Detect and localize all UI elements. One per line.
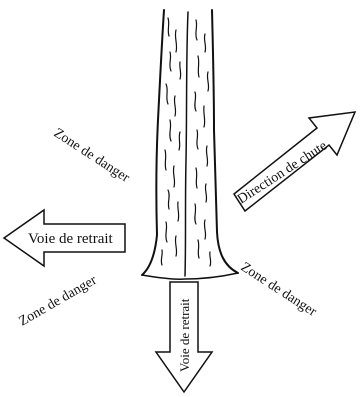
retreat-arrow-left: Voie de retrait <box>4 210 125 266</box>
fall-direction-arrow: Direction de chute <box>234 112 355 211</box>
fall-direction-label: Direction de chute <box>235 138 330 207</box>
danger-zone-upper-left-label: Zone de danger <box>51 126 132 186</box>
retreat-path-left-label: Voie de retrait <box>28 231 114 247</box>
retreat-path-down-label: Voie de retrait <box>177 298 192 372</box>
tree-trunk-drawing <box>142 10 238 279</box>
danger-zone-lower-left-label: Zone de danger <box>17 273 100 330</box>
danger-zone-lower-right-label: Zone de danger <box>238 260 319 320</box>
retreat-arrow-down: Voie de retrait <box>156 282 212 392</box>
